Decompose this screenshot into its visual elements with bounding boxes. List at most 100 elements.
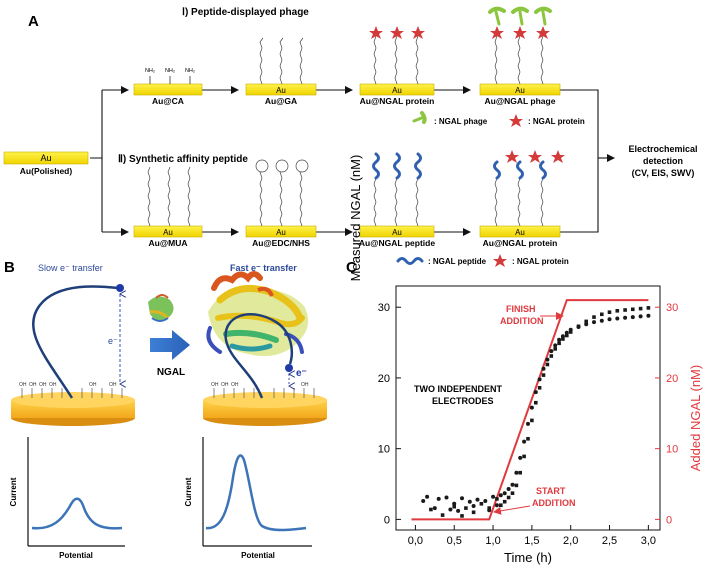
measured-point [541,373,546,377]
svg-text:detection: detection [643,156,683,166]
measured-point [537,377,542,382]
measured-point [568,330,573,334]
measured-point [534,400,538,405]
oh-label: OH [109,382,117,388]
row2-caption-3: Au@NGAL peptide [359,238,435,248]
x-tick-label: 0,0 [408,535,423,547]
row1-step-3: Au Au@NGAL protein [360,26,435,106]
y-axis-label: Measured NGAL (nM) [348,155,363,282]
legend-protein-2: : NGAL protein [512,257,569,266]
measured-point [576,324,581,329]
measured-point [638,314,643,319]
finish-annotation-1: FINISH [506,304,536,314]
oh-label: OH [231,382,239,388]
measured-point [541,366,546,371]
measured-point [553,343,558,348]
measured-point [533,390,538,395]
row1-step-4: Au Au@NGAL phage [479,6,561,106]
oh-label: OH [29,382,37,388]
oh-label: OH [301,382,309,388]
amine-label: NH₂ [165,68,175,74]
measured-point [506,487,511,491]
row1-caption-3: Au@NGAL protein [360,96,435,106]
start-arrow [493,505,531,515]
y2-axis-label: Added NGAL (nM) [688,365,703,471]
row1-caption-4: Au@NGAL phage [485,96,556,106]
measured-point [592,320,596,325]
measured-point [452,504,456,509]
measured-point [440,513,445,517]
measured-point [499,503,503,507]
x-tick-label: 1,5 [524,535,539,547]
measured-point [646,306,651,310]
finish-annotation-2: ADDITION [500,316,544,326]
measured-point [615,316,620,321]
row2-step-3: Au Au@NGAL peptide [359,152,435,248]
small-protein-icon [148,294,174,322]
x-tick-label: 0,5 [447,535,462,547]
detection-label: Electrochemical detection (CV, EIS, SWV) [628,144,697,178]
x-tick-label: 2,0 [563,535,578,547]
measured-point [495,497,499,501]
measured-point [526,421,530,426]
row2-step-2: Au Au@EDC/NHS [245,159,317,248]
row1-legend: : NGAL phage : NGAL protein [412,111,585,127]
measured-point [479,502,484,506]
row1-step-2: Au Au@GA [245,37,317,106]
legend-phage: : NGAL phage [434,117,488,126]
amine-label: NH₂ [185,68,195,74]
measured-point [592,315,596,319]
svg-text:Au: Au [515,86,525,95]
measured-point [498,493,503,498]
svg-text:Au: Au [276,228,286,237]
start-plate: Au Au(Polished) [3,151,89,176]
ngal-add-arrow: NGAL [148,294,190,378]
added-ngal-line [411,299,649,521]
measured-point [506,495,511,500]
measured-point [549,349,554,354]
measured-point [526,437,530,441]
svg-text:Electrochemical: Electrochemical [628,144,697,154]
amine-label: NH₂ [145,68,155,74]
y-tick-label: 20 [378,373,390,385]
x-tick-label: 3,0 [641,535,656,547]
measured-point [510,482,515,487]
measured-point [584,319,588,324]
measured-point [491,494,496,499]
svg-text:Au: Au [515,228,525,237]
measured-point [599,318,604,323]
panel-a-letter: A [28,13,39,30]
ngal-phage-icons [488,6,552,26]
y2-tick-label: 30 [666,302,678,314]
branch-connectors [90,86,615,236]
svg-text:Au: Au [163,228,173,237]
measured-point [638,306,643,311]
measured-point [607,310,612,314]
measured-point [444,495,449,500]
start-caption: Au(Polished) [20,166,73,176]
row2-step-4: Au Au@NGAL protein [479,150,565,248]
start-annotation-1: START [536,486,566,496]
measured-point [623,308,627,312]
measured-point [471,504,476,508]
y2-tick-label: 0 [666,514,672,526]
measured-point [494,503,499,508]
potential-axis-label: Potential [241,551,275,560]
y2-tick-label: 20 [666,373,678,385]
measured-point [456,508,461,513]
electrodes-annotation-1: TWO INDEPENDENT [414,384,503,394]
ngal-peptide-icons [372,152,422,180]
measured-point [448,507,453,512]
potential-axis-label: Potential [59,551,93,560]
oh-label: OH [49,382,57,388]
y-tick-label: 0 [384,514,390,526]
row1-title: Ⅰ) Peptide-displayed phage [182,7,309,18]
measured-point [549,354,554,358]
row2-step-1: Au Au@MUA [133,166,203,248]
start-annotation-2: ADDITION [532,498,576,508]
row2-caption-4: Au@NGAL protein [483,238,558,248]
electron-label-fast: e⁻ [296,368,307,379]
